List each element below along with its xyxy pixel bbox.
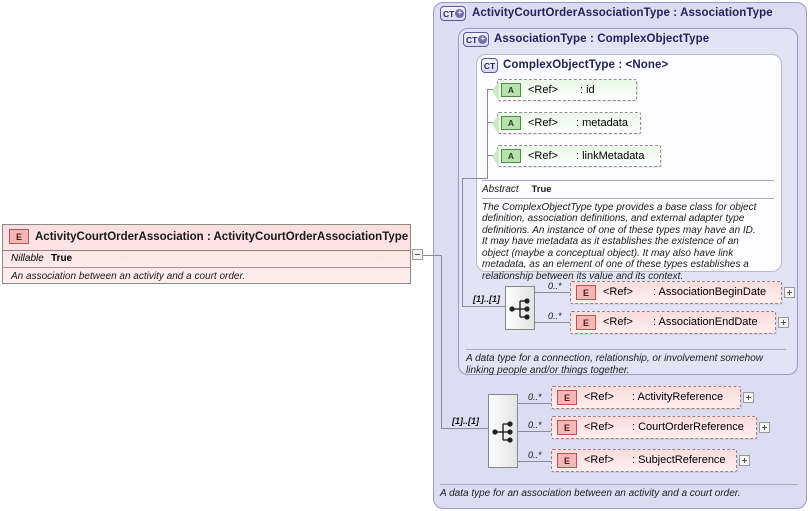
element-badge: E [9, 229, 29, 244]
attribute-pointer-icon [492, 147, 499, 167]
upper-sequence-occurrence: [1]..[1] [473, 294, 500, 304]
plus-icon: + [455, 9, 465, 18]
element-ref: <Ref> [603, 286, 633, 298]
outer-complextype-title: ActivityCourtOrderAssociationType : Asso… [472, 7, 773, 19]
lower-child-occurrence-0: 0..* [528, 392, 542, 402]
outer-complextype-documentation: A data type for an association between a… [440, 488, 741, 499]
abstract-row: Abstract True [482, 184, 774, 196]
attribute-row-metadata[interactable]: A <Ref> : metadata [492, 112, 641, 134]
plus-icon: + [478, 35, 488, 44]
attribute-name: : metadata [576, 117, 628, 129]
element-badge: E [557, 420, 577, 435]
sequence-icon [509, 298, 530, 320]
ct-badge-label: CT [483, 60, 496, 71]
divider [482, 180, 774, 181]
nillable-label: Nillable [11, 253, 44, 264]
expand-activityreference-button[interactable] [743, 392, 754, 403]
element-badge: E [557, 453, 577, 468]
attribute-badge: A [501, 83, 521, 97]
attribute-tree-stem [462, 178, 488, 179]
lower-child-occurrence-2: 0..* [528, 450, 542, 460]
upper-branch-line [535, 292, 570, 293]
divider [466, 349, 786, 350]
lower-child-occurrence-1: 0..* [528, 420, 542, 430]
lower-branch-line [518, 461, 551, 462]
element-ref: <Ref> [584, 454, 614, 466]
outer-complextype-badge[interactable]: CT + [440, 6, 466, 21]
upper-sequence-stem-hline [462, 306, 505, 307]
upper-sequence-compositor[interactable] [505, 286, 535, 330]
element-badge: E [576, 285, 596, 300]
attribute-badge: A [501, 149, 521, 163]
element-ref: <Ref> [584, 391, 614, 403]
element-row-subjectreference[interactable]: E <Ref> : SubjectReference [551, 449, 737, 472]
attribute-tree-vline [487, 89, 488, 178]
inner-complextype-annotation-block: Abstract True The ComplexObjectType type… [482, 180, 774, 282]
element-row-activityreference[interactable]: E <Ref> : ActivityReference [551, 386, 741, 409]
collapse-root-element-button[interactable] [412, 249, 423, 260]
root-element-property-row: Nillable True [3, 251, 410, 268]
ct-badge-label: CT [443, 8, 455, 19]
expand-courtorderreference-button[interactable] [759, 422, 770, 433]
element-name: : CourtOrderReference [632, 421, 744, 433]
mid-complextype-documentation: A data type for a connection, relationsh… [466, 353, 764, 376]
inner-complextype-badge[interactable]: CT [481, 58, 498, 73]
lower-branch-line [518, 431, 551, 432]
element-ref: <Ref> [603, 316, 633, 328]
ct-badge-label: CT [466, 34, 478, 45]
upper-sequence-stem-vline [462, 178, 463, 306]
inner-complextype-documentation: The ComplexObjectType type provides a ba… [482, 201, 757, 282]
element-row-courtorderreference[interactable]: E <Ref> : CourtOrderReference [551, 416, 757, 439]
mid-complextype-badge[interactable]: CT + [463, 32, 489, 47]
root-element-box[interactable]: E ActivityCourtOrderAssociation : Activi… [2, 224, 411, 284]
element-badge: E [576, 315, 596, 330]
attribute-pointer-icon [492, 114, 499, 134]
upper-child-occurrence-0: 0..* [548, 281, 562, 291]
inner-complextype-title: ComplexObjectType : <None> [503, 59, 669, 71]
divider [440, 484, 798, 485]
element-name: : AssociationBeginDate [653, 286, 767, 298]
element-name: : SubjectReference [632, 454, 726, 466]
attribute-ref: <Ref> [528, 150, 558, 162]
sequence-icon [492, 421, 513, 443]
element-name: : ActivityReference [632, 391, 724, 403]
expand-associationenddate-button[interactable] [778, 317, 789, 328]
expand-subjectreference-button[interactable] [739, 455, 750, 466]
element-row-associationenddate[interactable]: E <Ref> : AssociationEndDate [570, 311, 776, 334]
attribute-row-linkmetadata[interactable]: A <Ref> : linkMetadata [492, 145, 661, 167]
mid-complextype-title: AssociationType : ComplexObjectType [494, 33, 710, 45]
root-element-title: ActivityCourtOrderAssociation : Activity… [35, 231, 409, 243]
element-badge: E [557, 390, 577, 405]
root-element-header: E ActivityCourtOrderAssociation : Activi… [3, 225, 410, 251]
attribute-name: : linkMetadata [576, 150, 645, 162]
lower-sequence-occurrence: [1]..[1] [452, 416, 479, 426]
divider [482, 197, 774, 199]
lower-sequence-compositor[interactable] [488, 394, 518, 468]
abstract-label: Abstract [482, 184, 519, 195]
lower-sequence-stem-hline [441, 428, 488, 429]
mid-complextype-documentation-block: A data type for a connection, relationsh… [466, 349, 786, 376]
lower-sequence-stem-vline [441, 255, 442, 428]
abstract-value: True [531, 184, 552, 195]
lower-branch-line [518, 403, 551, 404]
attribute-pointer-icon [492, 81, 499, 101]
attribute-row-id[interactable]: A <Ref> : id [492, 79, 637, 101]
root-element-documentation: An association between an activity and a… [11, 271, 246, 282]
root-to-type-connector [423, 255, 441, 256]
attribute-ref: <Ref> [528, 117, 558, 129]
upper-branch-line [535, 322, 570, 323]
attribute-badge: A [501, 116, 521, 130]
nillable-value: True [51, 253, 73, 264]
element-row-associationbegindate[interactable]: E <Ref> : AssociationBeginDate [570, 281, 782, 304]
expand-associationbegindate-button[interactable] [784, 287, 795, 298]
element-name: : AssociationEndDate [653, 316, 758, 328]
attribute-ref: <Ref> [528, 84, 558, 96]
element-ref: <Ref> [584, 421, 614, 433]
outer-complextype-documentation-block: A data type for an association between a… [440, 484, 798, 500]
upper-child-occurrence-1: 0..* [548, 311, 562, 321]
attribute-name: : id [580, 84, 595, 96]
